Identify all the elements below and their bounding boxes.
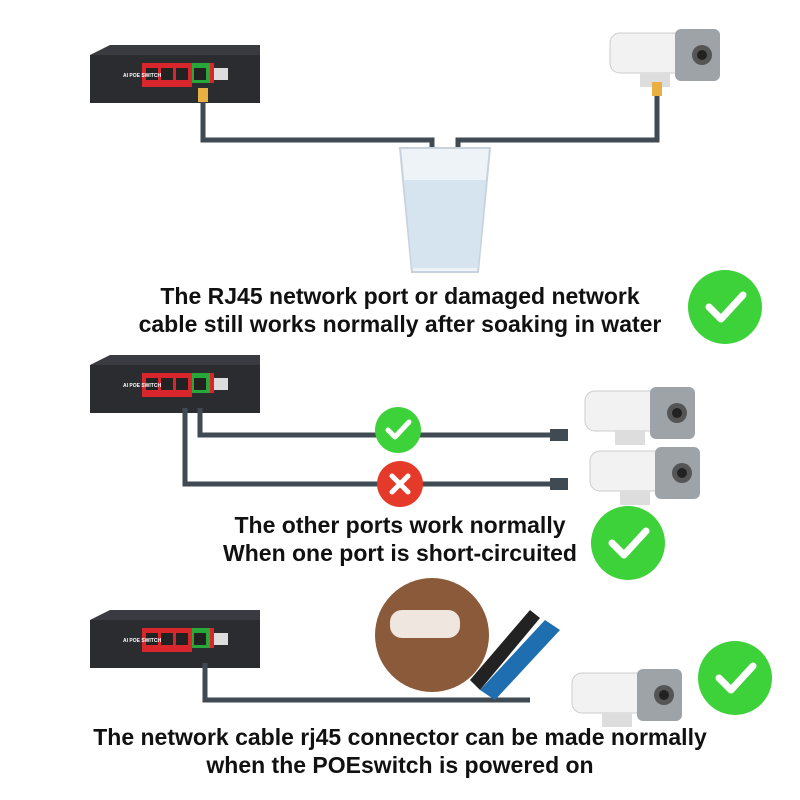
- caption-crimping: The network cable rj45 connector can be …: [0, 723, 800, 779]
- network-cable: [202, 663, 530, 703]
- switch-logo: AI POE SWITCH: [123, 638, 162, 644]
- caption-line: When one port is short-circuited: [223, 540, 577, 566]
- connector-photo: [375, 578, 489, 692]
- caption-water: The RJ45 network port or damaged network…: [0, 282, 800, 338]
- caption-short-circuit: The other ports work normally When one p…: [0, 511, 800, 567]
- caption-line: when the POEswitch is powered on: [206, 752, 594, 778]
- check-icon: [698, 641, 772, 715]
- rj45-connector: [652, 82, 662, 96]
- ip-camera: [584, 386, 696, 446]
- switch-logo: AI POE SWITCH: [123, 383, 162, 389]
- poe-switch: [90, 45, 260, 103]
- ip-camera: [589, 446, 701, 506]
- rj45-connector: [198, 88, 208, 102]
- caption-line: cable still works normally after soaking…: [138, 311, 662, 337]
- ip-camera: [571, 668, 683, 728]
- poe-switch: [90, 610, 260, 668]
- ip-camera: [609, 28, 721, 88]
- check-icon: [375, 407, 421, 453]
- poe-switch: [90, 355, 260, 413]
- water-glass: [398, 147, 492, 273]
- caption-line: The other ports work normally: [234, 512, 566, 538]
- crimping-tool: [470, 610, 560, 700]
- caption-line: The RJ45 network port or damaged network: [160, 283, 640, 309]
- cross-icon: [377, 461, 423, 507]
- caption-line: The network cable rj45 connector can be …: [93, 724, 707, 750]
- network-cable: [182, 408, 550, 487]
- switch-logo: AI POE SWITCH: [123, 73, 162, 79]
